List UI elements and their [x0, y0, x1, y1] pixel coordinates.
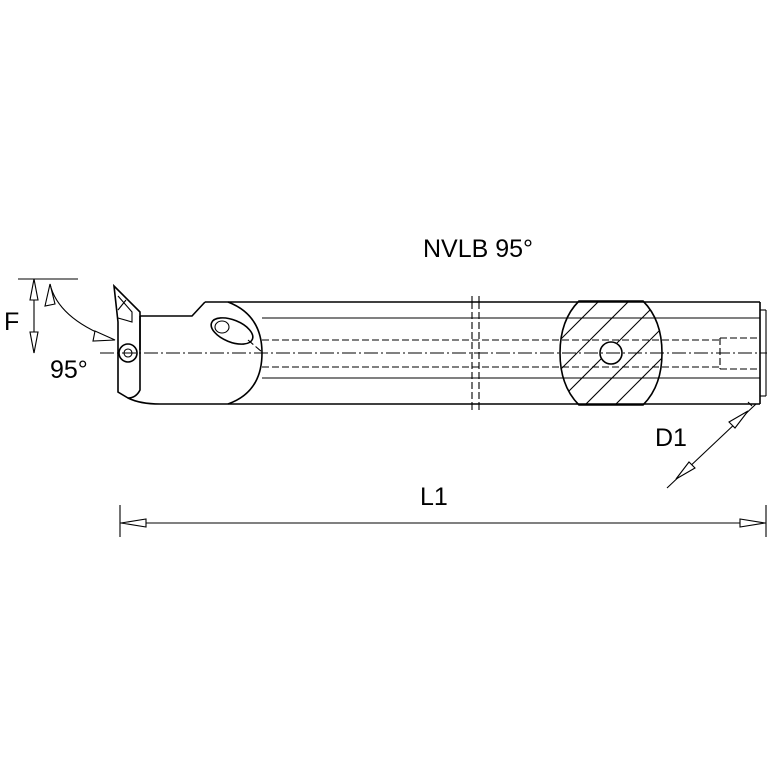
coolant-bore: [262, 337, 760, 370]
l1-label: L1: [420, 483, 448, 511]
d1-label: D1: [655, 424, 687, 452]
cutting-insert: [112, 283, 141, 399]
coolant-slot: [210, 317, 263, 353]
clamp-screw-icon: [118, 343, 138, 363]
drawing-title: NVLB 95°: [423, 235, 533, 263]
f-label: F: [4, 308, 19, 336]
l1-dimension: L1: [119, 483, 767, 537]
angle-label: 95°: [50, 356, 88, 384]
cross-section: [559, 300, 663, 406]
angle-dimension: 95°: [44, 283, 116, 384]
f-dimension: F: [4, 278, 78, 354]
d1-dimension: D1: [655, 401, 757, 489]
